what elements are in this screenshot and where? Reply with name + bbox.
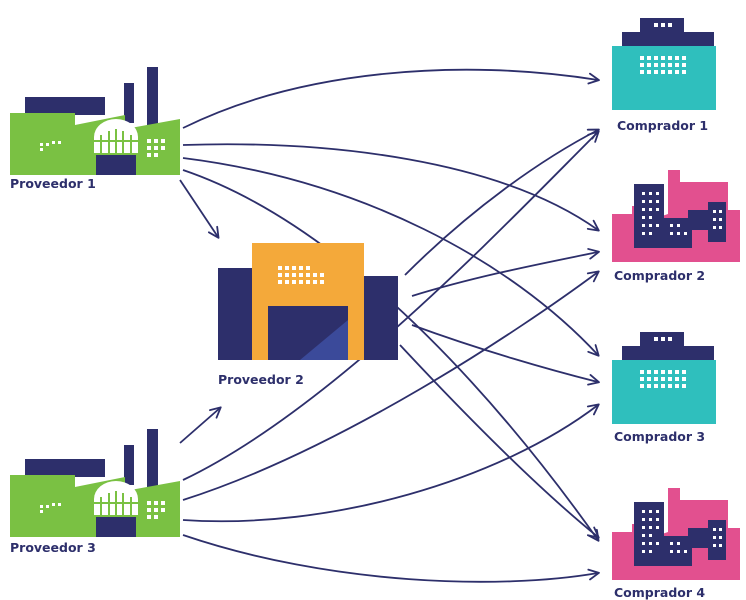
city-buildings-icon [612, 488, 740, 580]
city-buildings-icon [612, 170, 740, 262]
connection-arrows [179, 68, 600, 583]
node-proveedor-1: Proveedor 1 [9, 66, 181, 191]
node-proveedor-2: Proveedor 2 [218, 243, 398, 387]
arrow-p1-p2 [179, 179, 220, 239]
arrow-p2-c4 [399, 344, 600, 539]
node-label-comprador-2: Comprador 2 [614, 268, 705, 283]
arrow-p3-p2 [179, 406, 222, 444]
node-label-comprador-3: Comprador 3 [614, 429, 705, 444]
arrow-p3-c4 [182, 534, 600, 583]
node-label-comprador-1: Comprador 1 [617, 118, 708, 133]
node-comprador-1: Comprador 1 [612, 18, 716, 133]
arrow-p2-c2 [411, 248, 600, 297]
arrow-p1-c3 [182, 157, 600, 357]
factory-icon [9, 428, 181, 538]
arrow-p3-c1 [182, 130, 600, 481]
node-comprador-2: Comprador 2 [612, 170, 740, 283]
node-label-proveedor-3: Proveedor 3 [10, 540, 96, 555]
node-comprador-3: Comprador 3 [612, 332, 716, 444]
node-proveedor-3: Proveedor 3 [9, 428, 181, 555]
arrow-p1-c2 [182, 143, 600, 232]
factory-icon [9, 66, 181, 176]
arrow-p1-c1 [182, 68, 600, 129]
arrow-p3-c2 [182, 270, 600, 501]
node-comprador-4: Comprador 4 [612, 488, 740, 600]
node-label-comprador-4: Comprador 4 [614, 585, 705, 600]
warehouse-icon [218, 243, 398, 360]
arrow-p1-c4 [182, 169, 600, 542]
arrow-p2-c3 [411, 324, 600, 386]
store-building-icon [612, 18, 716, 110]
arrow-p3-c3 [182, 403, 600, 523]
store-building-icon [612, 332, 716, 424]
node-label-proveedor-1: Proveedor 1 [10, 176, 96, 191]
node-label-proveedor-2: Proveedor 2 [218, 372, 304, 387]
arrow-p2-c1 [404, 128, 600, 276]
